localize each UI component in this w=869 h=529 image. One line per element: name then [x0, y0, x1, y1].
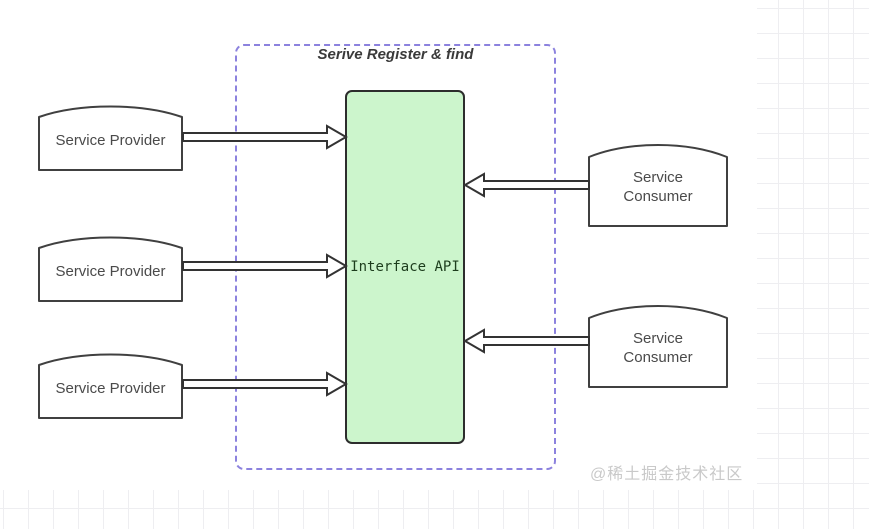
consumer2-to-api-arrow: [463, 328, 590, 354]
provider1-to-api-arrow: [182, 124, 348, 150]
watermark-text: @稀土掘金技术社区: [590, 466, 744, 483]
provider3-to-api-arrow: [182, 371, 348, 397]
service-provider-label: Service Provider: [55, 131, 166, 149]
service-consumer-label: Service Consumer: [623, 330, 693, 366]
interface-api-node: Interface API: [345, 90, 465, 444]
region-title: Serive Register & find: [317, 46, 474, 63]
arched-box-shape: [588, 144, 728, 227]
service-provider-label: Service Provider: [55, 379, 166, 397]
interface-api-label: Interface API: [350, 259, 460, 275]
diagram-canvas: Serive Register & find Interface API Ser…: [37, 44, 744, 483]
service-provider-node-2: Service Provider: [37, 232, 184, 304]
arched-box-shape: [38, 353, 183, 419]
service-provider-node-1: Service Provider: [37, 101, 184, 173]
consumer1-to-api-arrow: [463, 172, 590, 198]
service-provider-label: Service Provider: [55, 262, 166, 280]
arched-box-shape: [38, 105, 183, 171]
service-provider-node-3: Service Provider: [37, 349, 184, 421]
arched-box-shape: [38, 236, 183, 302]
service-registry-region: [235, 44, 556, 470]
service-consumer-label: Service Consumer: [623, 169, 693, 205]
arched-box-shape: [588, 305, 728, 388]
provider2-to-api-arrow: [182, 253, 348, 279]
service-consumer-node-2: Service Consumer: [587, 300, 729, 390]
service-consumer-node-1: Service Consumer: [587, 139, 729, 229]
